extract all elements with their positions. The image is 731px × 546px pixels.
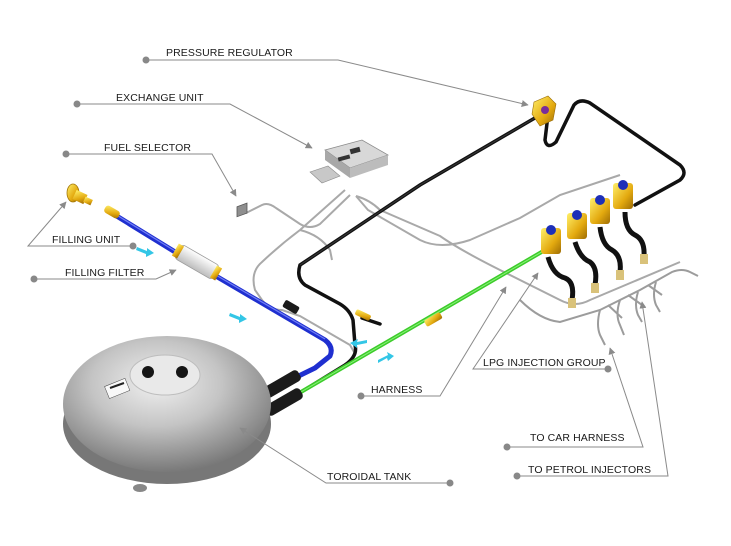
arrow-icon <box>136 247 154 257</box>
label-filling-filter: FILLING FILTER <box>65 267 145 279</box>
leader-harness <box>361 286 507 397</box>
leader-lines <box>26 59 669 484</box>
filling-pipe-fitting <box>104 205 120 219</box>
label-harness: HARNESS <box>371 384 423 396</box>
label-filling-unit: FILLING UNIT <box>52 234 121 246</box>
lpg-injection-group <box>541 180 648 308</box>
pressure-regulator <box>531 95 557 127</box>
wire-connector <box>282 300 300 314</box>
arrow-icon <box>378 352 394 363</box>
injector <box>541 225 576 308</box>
petrol-injector-loom <box>519 269 699 346</box>
pipe-coupling <box>355 309 371 321</box>
label-pressure-regulator: PRESSURE REGULATOR <box>166 47 293 59</box>
arrow-icon <box>229 313 247 323</box>
leader-pressure-regulator <box>146 59 529 107</box>
label-lpg-injection-group: LPG INJECTION GROUP <box>483 357 606 369</box>
arrow-icon <box>350 339 367 348</box>
injector <box>567 210 599 293</box>
leader-exchange-unit <box>77 103 313 149</box>
label-toroidal-tank: TOROIDAL TANK <box>327 471 412 483</box>
leader-filling-unit <box>26 201 133 247</box>
fuel-selector <box>236 202 248 218</box>
filling-unit <box>66 183 93 206</box>
injector <box>590 195 624 280</box>
toroidal-tank <box>63 336 271 492</box>
leader-fuel-selector <box>66 153 237 197</box>
flow-arrow-icons <box>136 247 394 363</box>
label-to-petrol-injectors: TO PETROL INJECTORS <box>528 464 652 476</box>
leader-lpg-injection-group <box>472 272 608 370</box>
filling-filter <box>171 243 223 281</box>
injector <box>613 180 648 264</box>
harness-connector <box>424 312 443 327</box>
leader-to-petrol-injectors <box>517 301 669 477</box>
filling-pipe-blue <box>113 212 334 393</box>
leader-to-car-harness <box>507 347 644 448</box>
leader-toroidal-tank <box>239 427 450 484</box>
exchange-unit <box>309 139 389 184</box>
leader-filling-filter <box>34 269 177 280</box>
tank-pipe-sleeves <box>263 370 303 416</box>
leader-dots <box>30 56 612 487</box>
label-exchange-unit: EXCHANGE UNIT <box>116 92 204 104</box>
label-fuel-selector: FUEL SELECTOR <box>104 142 192 154</box>
label-to-car-harness: TO CAR HARNESS <box>530 432 625 444</box>
